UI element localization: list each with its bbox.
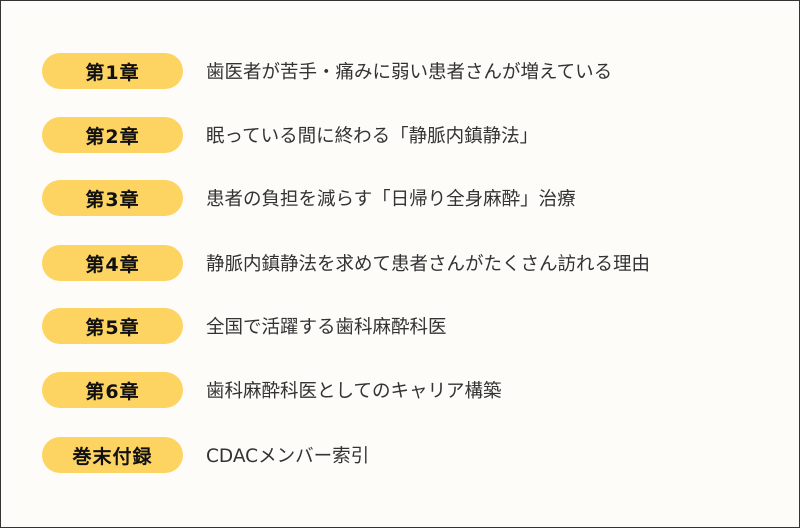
toc-entry-1[interactable]: 第1章 歯医者が苦手・痛みに弱い患者さんが増えている — [42, 53, 612, 89]
chapter-badge: 第3章 — [42, 180, 183, 216]
chapter-title: 患者の負担を減らす「日帰り全身麻酔」治療 — [206, 189, 576, 210]
toc-entry-5[interactable]: 第5章 全国で活躍する歯科麻酔科医 — [42, 308, 447, 344]
chapter-badge: 第6章 — [42, 372, 183, 408]
chapter-badge: 第2章 — [42, 117, 183, 153]
appendix-badge: 巻末付録 — [42, 437, 183, 473]
toc-entry-6[interactable]: 第6章 歯科麻酔科医としてのキャリア構築 — [42, 372, 501, 408]
chapter-title: 全国で活躍する歯科麻酔科医 — [206, 317, 447, 338]
toc-entry-2[interactable]: 第2章 眠っている間に終わる「静脈内鎮静法」 — [42, 117, 538, 153]
chapter-title: 眠っている間に終わる「静脈内鎮静法」 — [206, 126, 539, 147]
toc-entry-4[interactable]: 第4章 静脈内鎮静法を求めて患者さんがたくさん訪れる理由 — [42, 245, 650, 281]
chapter-badge: 第5章 — [42, 308, 183, 344]
chapter-title: 静脈内鎮静法を求めて患者さんがたくさん訪れる理由 — [206, 254, 651, 275]
chapter-badge: 第4章 — [42, 245, 183, 281]
toc-entry-appendix[interactable]: 巻末付録 CDACメンバー索引 — [42, 437, 369, 473]
chapter-title: 歯医者が苦手・痛みに弱い患者さんが増えている — [206, 62, 613, 83]
chapter-title: 歯科麻酔科医としてのキャリア構築 — [206, 381, 502, 402]
chapter-badge: 第1章 — [42, 53, 183, 89]
toc-entry-3[interactable]: 第3章 患者の負担を減らす「日帰り全身麻酔」治療 — [42, 180, 576, 216]
appendix-title: CDACメンバー索引 — [206, 446, 370, 467]
